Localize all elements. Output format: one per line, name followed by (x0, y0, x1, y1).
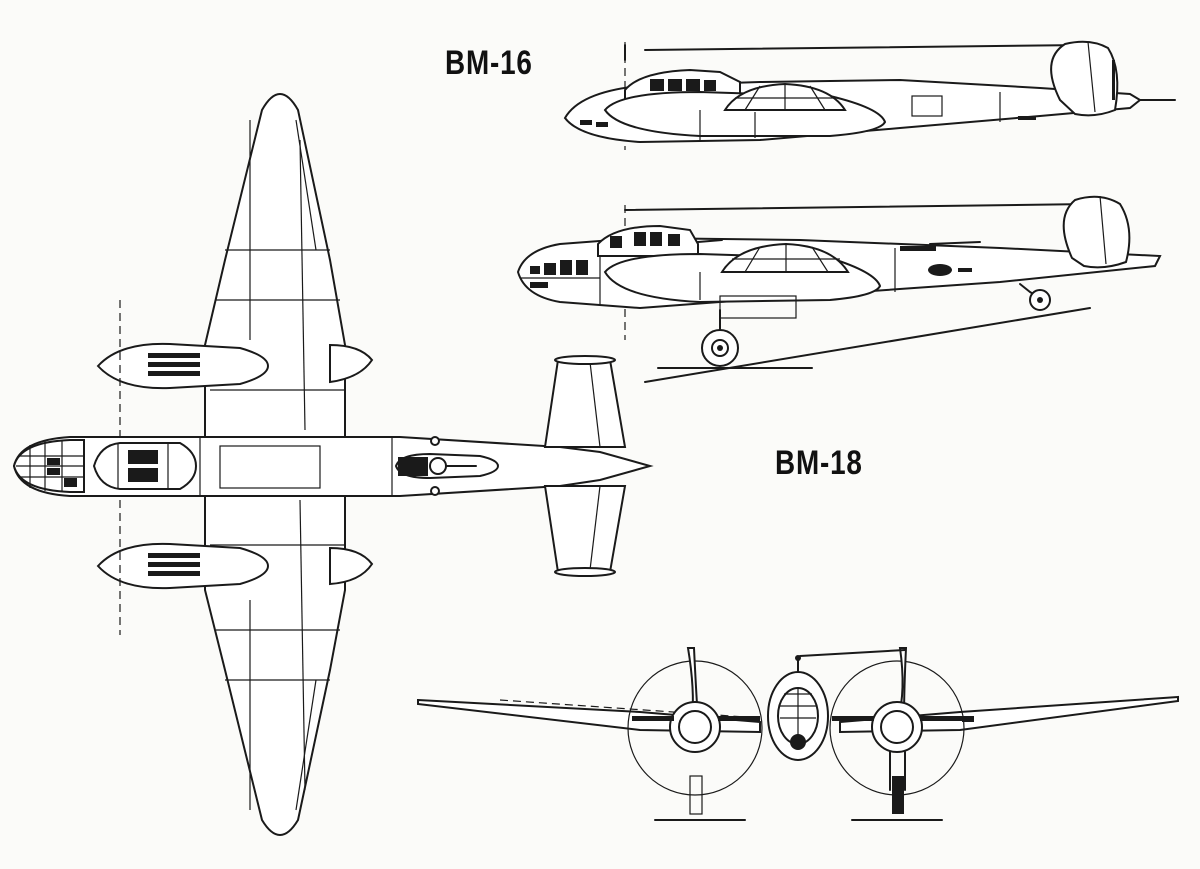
plan-nacelle-lower (96, 542, 374, 590)
bm18-roundel (928, 264, 952, 276)
bm18-main-gear (701, 309, 739, 367)
front-nacelle-right (832, 701, 974, 753)
bm18-tail-fin (1062, 195, 1131, 269)
front-wing-right (839, 695, 1179, 734)
front-view (417, 647, 1179, 821)
plan-cockpit-canopy (92, 442, 198, 490)
bm18-nose-glazing (520, 248, 601, 305)
bm16-tail-fin (1050, 40, 1119, 117)
variant-label-bm16: BM-16 (445, 44, 533, 82)
side-view-bm18 (516, 195, 1162, 383)
plan-rear-turret (394, 452, 500, 480)
plan-lower-wing (204, 494, 346, 836)
front-nacelle-left (632, 701, 760, 753)
variant-label-bm18: BM-18 (775, 444, 863, 482)
side-view-bm16 (563, 40, 1176, 150)
plan-nose-glazing (12, 439, 85, 493)
bm18-tail-wheel (1019, 283, 1051, 311)
plan-upper-wing (204, 93, 346, 441)
front-main-gear (889, 751, 906, 814)
plan-tail-stabilizer (543, 359, 627, 448)
plan-view (12, 93, 654, 836)
bm18-cockpit (597, 224, 699, 257)
front-fuselage (767, 655, 829, 761)
plan-nacelle-upper (96, 342, 374, 390)
